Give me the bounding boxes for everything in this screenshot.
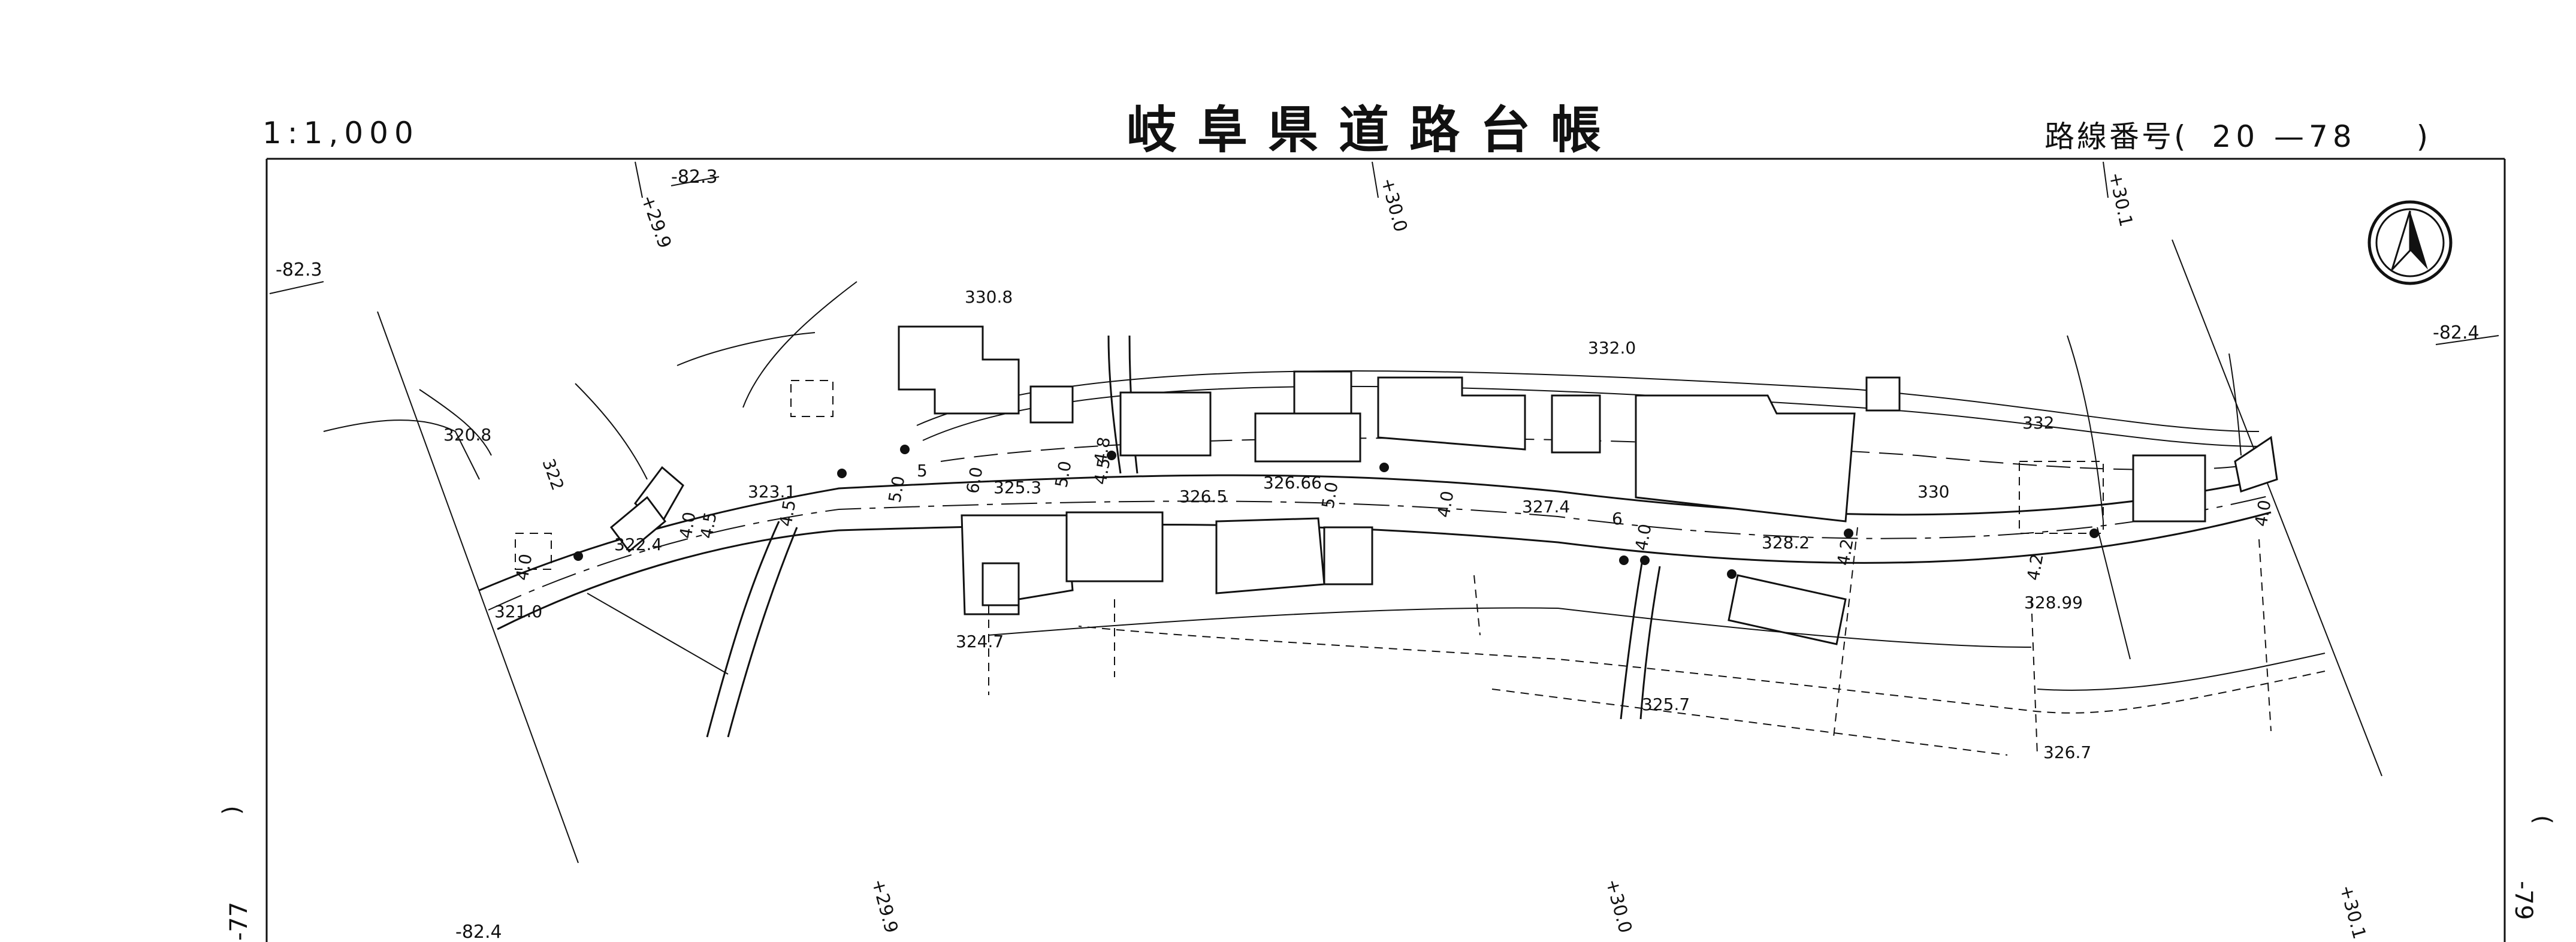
grid-label-left: -82.3 bbox=[276, 259, 322, 280]
width-label: 4.2 bbox=[2023, 552, 2047, 582]
elevation-label: 330 bbox=[1917, 482, 1949, 502]
side-labels: ) -77 ( -79 bbox=[218, 805, 2556, 941]
map-scale: 1:1,000 bbox=[262, 116, 419, 150]
grid-label-right: -82.4 bbox=[2433, 322, 2480, 343]
control-points bbox=[573, 445, 2099, 579]
survey-boundaries bbox=[377, 239, 2382, 864]
width-label: 4.0 bbox=[1433, 490, 1457, 520]
width-label: 4.2 bbox=[1833, 538, 1857, 567]
buildings bbox=[609, 325, 2278, 645]
elevation-label: 328.2 bbox=[1762, 533, 1810, 552]
elevation-label: 326.7 bbox=[2043, 742, 2091, 762]
elevation-label: 328.99 bbox=[2024, 593, 2083, 612]
width-label: 5.0 bbox=[884, 475, 908, 505]
elevation-labels: 330.8 332.0 332 330 320.8 322 323.1 322.… bbox=[443, 287, 2091, 762]
route-number-label: 路線番号( 20 —78) bbox=[2045, 113, 2430, 156]
route-number: 20 —78 bbox=[2212, 119, 2357, 154]
grid-label-top-left-a: +29.9 bbox=[636, 192, 675, 251]
north-arrow-icon bbox=[2367, 200, 2453, 285]
grid-label-bottom-a: +29.9 bbox=[867, 877, 902, 935]
width-labels: 4.0 4.0 4.5 4.5 5.0 6.0 5.0 4.5 4.8 5.0 … bbox=[512, 436, 2275, 582]
grid-label-top-right: +30.1 bbox=[2104, 170, 2136, 228]
elevation-label: 321.0 bbox=[494, 602, 542, 621]
width-label: 5 bbox=[917, 461, 928, 481]
left-paren: ) bbox=[218, 805, 246, 815]
elevation-label: 325.7 bbox=[1642, 695, 1690, 714]
width-label: 5.0 bbox=[1051, 460, 1075, 490]
width-label: 4.0 bbox=[1631, 523, 1655, 552]
width-label: 4.5 bbox=[696, 511, 720, 541]
elevation-label: 332 bbox=[2022, 413, 2054, 433]
width-label: 4.0 bbox=[675, 511, 699, 541]
width-label: 4.8 bbox=[1090, 436, 1114, 466]
grid-label-top-mid: +30.0 bbox=[1376, 176, 1411, 234]
right-sheet-number: -79 bbox=[2509, 881, 2537, 920]
route-label: 路線番号( bbox=[2045, 119, 2188, 154]
route-close: ) bbox=[2416, 119, 2431, 154]
land-lines bbox=[323, 281, 2326, 691]
main-road bbox=[479, 335, 2272, 738]
grid-label-bottom-left: -82.4 bbox=[455, 922, 502, 942]
elevation-label: 323.1 bbox=[748, 482, 796, 502]
grid-label-bottom-c: +30.1 bbox=[2335, 883, 2370, 941]
elevation-label: 326.5 bbox=[1179, 487, 1227, 506]
page-title: 岐阜県道路台帳 bbox=[1127, 101, 1622, 159]
parcel-lines bbox=[515, 380, 2326, 756]
width-label: 6 bbox=[1612, 509, 1623, 529]
width-label: 4.0 bbox=[2251, 499, 2275, 529]
elevation-label: 324.7 bbox=[956, 632, 1004, 651]
width-label: 4.5 bbox=[1090, 457, 1114, 487]
map-frame bbox=[265, 158, 2506, 942]
width-label: 4.0 bbox=[512, 552, 536, 582]
width-label: 4.5 bbox=[775, 499, 799, 529]
grid-labels: +29.9 -82.3 +30.0 +30.1 -82.3 -82.4 -82.… bbox=[269, 161, 2499, 942]
elevation-label: 322.4 bbox=[614, 535, 662, 554]
elevation-label: 332.0 bbox=[1588, 338, 1636, 358]
grid-label-bottom-b: +30.0 bbox=[1601, 877, 1636, 935]
right-paren: ( bbox=[2529, 815, 2556, 825]
elevation-label: 325.3 bbox=[993, 478, 1041, 497]
width-label: 5.0 bbox=[1318, 481, 1342, 511]
elevation-label: 330.8 bbox=[965, 287, 1013, 307]
width-label: 6.0 bbox=[962, 466, 986, 496]
left-sheet-number: -77 bbox=[225, 902, 253, 941]
elevation-label: 322 bbox=[538, 456, 567, 493]
elevation-label: 320.8 bbox=[443, 425, 491, 445]
elevation-label: 326.66 bbox=[1263, 473, 1322, 493]
elevation-label: 327.4 bbox=[1522, 497, 1570, 517]
